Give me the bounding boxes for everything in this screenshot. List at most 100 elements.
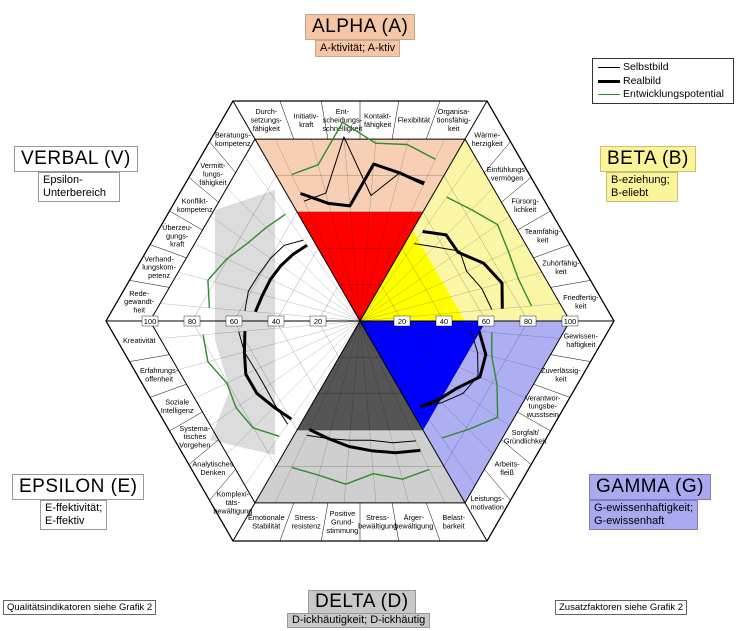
dimension-label: Sorgfalt/Gründlichkeit — [504, 428, 547, 445]
dimension-spoke — [343, 139, 361, 322]
dimension-label: Durch-setzungs-fähigkeit — [250, 107, 282, 133]
dimension-label: Rede-gewandt-heit — [124, 289, 155, 315]
dimension-spoke — [160, 303, 361, 322]
dimension-spoke — [359, 320, 526, 399]
scale-tick-box — [141, 315, 159, 327]
outer-hexagon-border — [105, 100, 615, 542]
label-divider — [150, 383, 187, 398]
dimension-spoke — [359, 139, 377, 322]
alpha-title: ALPHA (A) — [305, 14, 416, 40]
dimension-spoke — [311, 320, 361, 503]
scale-tick-box — [183, 315, 201, 327]
dimension-spoke — [359, 320, 476, 486]
label-divider — [169, 411, 203, 432]
scale-tick-label: 40 — [272, 317, 280, 326]
series-line-selbstbild-verbal — [244, 239, 304, 311]
scale-tick-label: 80 — [524, 317, 532, 326]
label-divider — [320, 100, 329, 140]
dimension-spoke — [226, 320, 361, 455]
sector-spoke — [359, 100, 488, 322]
dimension-label: Zuhörfähig-keit — [542, 258, 580, 275]
label-divider — [391, 100, 400, 140]
label-divider — [188, 439, 219, 465]
dimension-spoke — [359, 320, 560, 339]
dimension-spoke — [359, 243, 526, 322]
label-divider — [169, 210, 203, 231]
gamma-subtitle: G-ewissenhaftigkeit;G-ewissenhaft — [589, 500, 699, 530]
dimension-label: Ärger-bewältigung — [394, 513, 433, 530]
dimension-label: Beratungs-kompetenz — [215, 131, 251, 148]
dimension-spoke — [359, 320, 409, 503]
label-divider — [517, 411, 551, 432]
label-divider — [209, 469, 236, 501]
sector-spoke — [232, 100, 361, 322]
dimension-spoke — [359, 272, 542, 322]
scale-tick-label: 60 — [482, 317, 490, 326]
dimension-label: Verantwor-tungsbe-wusstsein — [525, 393, 561, 419]
label-divider — [501, 439, 532, 465]
realbild-swatch — [598, 80, 620, 83]
verbal-subtitle-box: Epsilon-Unterbereich — [38, 172, 120, 202]
scale-tick-box — [561, 315, 579, 327]
series-line-entwicklungspotential-verbal — [207, 213, 286, 308]
verbal-heading: VERBAL (V) — [14, 146, 138, 172]
label-divider — [279, 100, 295, 140]
label-divider — [129, 354, 170, 362]
delta-subtitle-box: D-ickhäutigkeit; D-ickhäutig — [287, 613, 431, 628]
series-line-realbild-beta — [422, 230, 504, 309]
selbstbild-swatch — [598, 67, 620, 68]
dimension-label: Initiativ-kraft — [294, 111, 320, 128]
scale-tick-box — [225, 315, 243, 327]
gamma-title: GAMMA (G) — [589, 474, 711, 500]
scale-tick-label: 80 — [188, 317, 196, 326]
label-divider — [150, 244, 187, 259]
verbal-title: VERBAL (V) — [14, 146, 138, 172]
series-line-realbild-gamma — [419, 330, 488, 409]
note-right: Zusatzfaktoren siehe Grafik 2 — [555, 600, 688, 615]
label-divider — [391, 502, 400, 542]
scale-tick-label: 100 — [564, 317, 577, 326]
legend: Selbstbild Realbild Entwicklungspotentia… — [592, 58, 734, 104]
legend-label: Realbild — [623, 75, 661, 87]
scale-tick-label: 60 — [230, 317, 238, 326]
gamma-heading: GAMMA (G) — [589, 474, 711, 500]
delta-heading: DELTA (D) — [308, 590, 416, 614]
series-line-realbild-epsilon — [242, 331, 293, 421]
dimension-label: Zuverlässig-keit — [541, 366, 581, 383]
scale-tick-box — [267, 315, 285, 327]
dimension-spoke — [160, 320, 361, 339]
scale-tick-label: 40 — [440, 317, 448, 326]
label-divider — [320, 502, 329, 542]
dimension-label: Kontakt-fähigkeit — [364, 111, 392, 128]
dimension-label: Friedfertig-keit — [563, 293, 599, 310]
series-line-realbild-delta — [308, 428, 421, 455]
gamma-subtitle-box: G-ewissenhaftigkeit;G-ewissenhaft — [589, 500, 699, 530]
legend-label: Entwicklungspotential — [623, 88, 724, 100]
label-divider — [533, 383, 570, 398]
scale-tick-box — [477, 315, 495, 327]
label-divider — [209, 141, 236, 173]
dimension-spoke — [359, 320, 445, 503]
dimension-label: Überzeu-gungs-kraft — [162, 223, 193, 249]
delta-title: DELTA (D) — [308, 590, 416, 614]
series-line-selbstbild-gamma — [420, 330, 479, 408]
label-divider — [550, 280, 591, 288]
dimension-label: Verhand-lungskom-petenz — [142, 254, 176, 280]
beta-title: BETA (B) — [600, 146, 696, 172]
beta-subtitle-box: B-eziehung;B-eliebt — [606, 172, 678, 202]
scale-tick-label: 20 — [398, 317, 406, 326]
label-divider — [279, 502, 295, 542]
series-line-entwicklungspotential-delta — [291, 466, 430, 485]
dimension-spoke — [275, 139, 361, 322]
dimension-label: Wärme-herzigkeit — [472, 131, 503, 148]
scale-tick-box — [309, 315, 327, 327]
dimension-spoke — [359, 216, 510, 322]
dimension-spoke — [244, 156, 361, 322]
entwicklungspotential-swatch — [598, 94, 620, 95]
beta-heading: BETA (B) — [600, 146, 696, 172]
epsilon-heading: EPSILON (E) — [12, 474, 145, 500]
epsilon-subtitle: E-ffektivität;E-ffektiv — [40, 500, 108, 530]
